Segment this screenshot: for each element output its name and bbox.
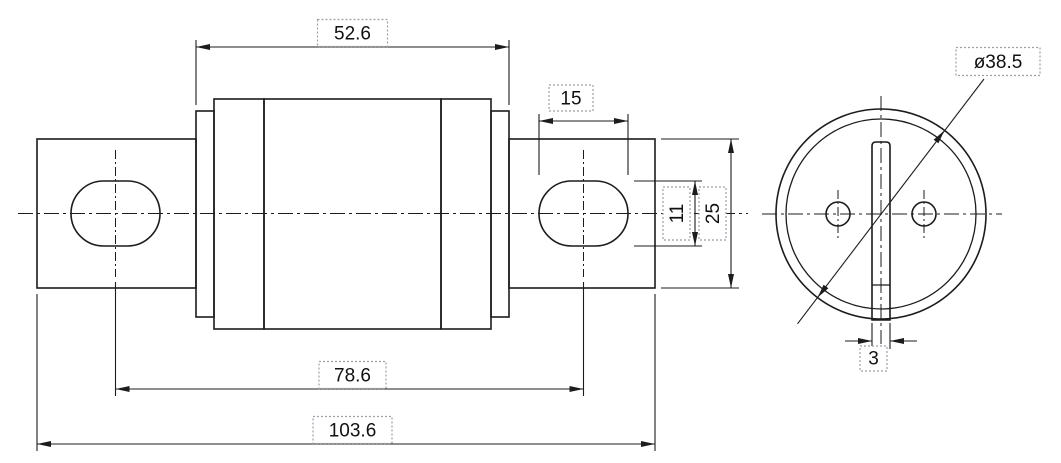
dim-hole-span: 78.6: [114, 282, 585, 396]
arrowhead: [728, 274, 734, 288]
diameter-leader-line: [797, 78, 985, 325]
dim-label-blade-width: 3: [868, 349, 879, 370]
arrowhead: [933, 130, 945, 144]
dim-label-box: [859, 345, 888, 372]
arrowhead: [569, 386, 584, 392]
arrowhead: [196, 44, 210, 50]
arrowhead: [692, 232, 698, 246]
outer-circle: [775, 108, 987, 320]
dim-label-diameter: ø38.5: [974, 52, 1023, 73]
dim-label-hole-span: 78.6: [334, 366, 371, 387]
dim-label-overall-length: 103.6: [329, 421, 377, 442]
arrowhead: [539, 118, 553, 124]
end-view: [762, 96, 1002, 344]
arrowhead: [692, 181, 698, 195]
dim-label-box: [318, 360, 387, 390]
dim-label-box: [698, 186, 727, 241]
right-ring: [490, 110, 510, 318]
dim-label-box: [312, 415, 393, 445]
dim-overall-length: 103.6: [36, 294, 656, 451]
dim-label-box: [955, 46, 1041, 77]
arrowhead: [37, 441, 51, 447]
arrowhead: [115, 386, 130, 392]
dim-diameter: ø38.5: [797, 46, 1041, 325]
dim-label-body-length: 52.6: [334, 24, 371, 45]
dim-body-length: 52.6: [195, 18, 510, 105]
dim-label-slot-height: 11: [667, 204, 688, 224]
arrowhead: [641, 441, 655, 447]
arrowhead: [817, 284, 829, 298]
arrowhead: [614, 118, 628, 124]
dim-slot-height: 11: [634, 180, 702, 247]
arrowhead: [890, 338, 904, 344]
inner-circle: [785, 118, 977, 310]
arrowhead: [858, 338, 872, 344]
side-view: [18, 98, 748, 330]
arrowhead: [728, 139, 734, 153]
center-blade: [871, 141, 891, 321]
dim-blade-width: 3: [845, 323, 917, 372]
dim-label-box: [662, 186, 691, 241]
dim-label-slot-length: 15: [560, 89, 581, 110]
dim-label-box: [548, 84, 594, 112]
dim-tab-height: 25: [661, 138, 739, 289]
dim-label-tab-height: 25: [703, 203, 724, 224]
dim-label-box: [316, 18, 389, 48]
dim-slot-length: 15: [538, 84, 629, 175]
arrowhead: [495, 44, 509, 50]
right-terminal-tab: [508, 138, 656, 289]
